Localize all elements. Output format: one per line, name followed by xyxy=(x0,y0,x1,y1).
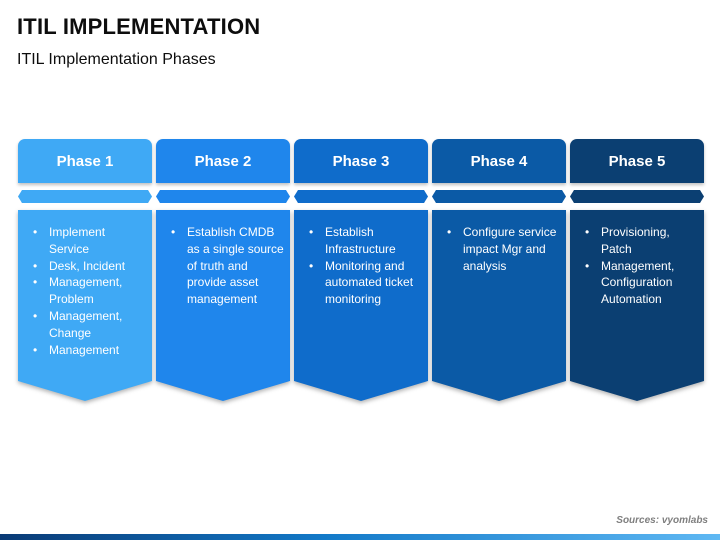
footer-bar xyxy=(0,534,720,540)
phase-bullet-list: • Configure service impact Mgr and analys… xyxy=(442,224,560,274)
phase-bullet-item: • Establish Infrastructure xyxy=(304,224,422,258)
bullet-dot-icon: • xyxy=(33,275,38,290)
phase-label: Phase 4 xyxy=(470,152,528,170)
bullet-dot-icon: • xyxy=(33,342,38,357)
phase-bullet-item: • Desk, Incident xyxy=(28,258,146,275)
phase-bullet-item: • Management, Configuration Automation xyxy=(580,258,698,308)
phase-column-2: Phase 2 • Establish CMDB as a single sourc… xyxy=(156,139,290,401)
phase-bullet-text: Management, Change xyxy=(49,308,123,340)
phase-bullet-text: Configure service impact Mgr and analysi… xyxy=(463,225,557,273)
phase-bullet-item: • Management xyxy=(28,342,146,359)
bullet-dot-icon: • xyxy=(309,258,314,273)
phase-column-5: Phase 5 • Provisioning, Patch • Management, … xyxy=(570,139,704,401)
bullet-dot-icon: • xyxy=(33,225,38,239)
phase-body-shape xyxy=(432,210,566,401)
phase-body-pentagon xyxy=(570,210,704,401)
phase-label: Phase 3 xyxy=(332,152,390,170)
phase-body-shape xyxy=(294,210,428,401)
phase-bullet-text: Establish Infrastructure xyxy=(325,225,396,256)
phase-body-shape xyxy=(18,210,152,401)
phase-bullet-text: Management, Configuration Automation xyxy=(601,258,675,307)
bullet-dot-icon: • xyxy=(585,258,590,273)
bullet-dot-icon: • xyxy=(33,308,38,323)
phase-header: Phase 1 xyxy=(18,139,152,183)
phase-body-pentagon xyxy=(432,210,566,401)
phase-label: Phase 2 xyxy=(194,152,252,170)
phase-bullet-item: • Management, Change xyxy=(28,308,146,342)
phase-body: • Configure service impact Mgr and analys… xyxy=(432,210,566,401)
phase-bullet-item: • Implement Service xyxy=(28,224,146,258)
phase-header: Phase 3 xyxy=(294,139,428,183)
phase-body: • Implement Service • Desk, Incident • Manage… xyxy=(18,210,152,401)
phase-label: Phase 5 xyxy=(608,152,666,170)
phase-bullet-text: Monitoring and automated ticket monitori… xyxy=(325,258,414,307)
bullet-dot-icon: • xyxy=(33,258,38,273)
phase-body-shape xyxy=(156,210,290,401)
phase-header: Phase 5 xyxy=(570,139,704,183)
phase-body-shape xyxy=(570,210,704,401)
phase-bullet-text: Management xyxy=(49,342,120,357)
bullet-dot-icon: • xyxy=(309,225,314,239)
bullet-dot-icon: • xyxy=(171,225,176,239)
phase-connector-bar xyxy=(570,190,704,203)
phase-body: • Establish Infrastructure • Monitoring and… xyxy=(294,210,428,401)
bullet-dot-icon: • xyxy=(585,225,590,239)
phase-bullet-item: • Monitoring and automated ticket monitor… xyxy=(304,258,422,308)
phase-body-pentagon xyxy=(156,210,290,401)
phase-connector-bar xyxy=(156,190,290,203)
phase-header: Phase 4 xyxy=(432,139,566,183)
phase-bullet-text: Management, Problem xyxy=(49,275,123,307)
phase-bullet-text: Implement Service xyxy=(49,225,106,256)
phase-connector-bar xyxy=(294,190,428,203)
phase-bullet-item: • Establish CMDB as a single source of tr… xyxy=(166,224,284,308)
phase-bullet-list: • Establish CMDB as a single source of tr… xyxy=(166,224,284,308)
bullet-dot-icon: • xyxy=(447,225,452,239)
phase-body-pentagon xyxy=(294,210,428,401)
phase-bullet-text: Establish CMDB as a single source of tru… xyxy=(187,225,284,307)
phase-bullet-list: • Establish Infrastructure • Monitoring and… xyxy=(304,224,422,308)
phase-connector-bar xyxy=(18,190,152,203)
phase-bullet-text: Desk, Incident xyxy=(49,258,126,273)
slide-subtitle: ITIL Implementation Phases xyxy=(17,51,216,68)
phase-bullet-text: Provisioning, Patch xyxy=(601,225,670,256)
phase-bullet-item: • Management, Problem xyxy=(28,274,146,308)
phase-bullet-list: • Implement Service • Desk, Incident • Manage… xyxy=(28,224,146,358)
phase-connector-bar xyxy=(432,190,566,203)
slide-title: ITIL IMPLEMENTATION xyxy=(17,14,261,39)
phase-bullet-item: • Configure service impact Mgr and analys… xyxy=(442,224,560,274)
phase-bullet-list: • Provisioning, Patch • Management, Configu… xyxy=(580,224,698,308)
phase-bullet-item: • Provisioning, Patch xyxy=(580,224,698,258)
phase-column-3: Phase 3 • Establish Infrastructure • Monitor… xyxy=(294,139,428,401)
phase-header: Phase 2 xyxy=(156,139,290,183)
phase-column-1: Phase 1 • Implement Service • Desk, Incident… xyxy=(18,139,152,401)
phase-body-pentagon xyxy=(18,210,152,401)
phase-body: • Establish CMDB as a single source of tr… xyxy=(156,210,290,401)
phase-column-4: Phase 4 • Configure service impact Mgr and… xyxy=(432,139,566,401)
phase-body: • Provisioning, Patch • Management, Configu… xyxy=(570,210,704,401)
sources-note: Sources: vyomlabs xyxy=(616,515,708,526)
phase-label: Phase 1 xyxy=(56,152,114,170)
